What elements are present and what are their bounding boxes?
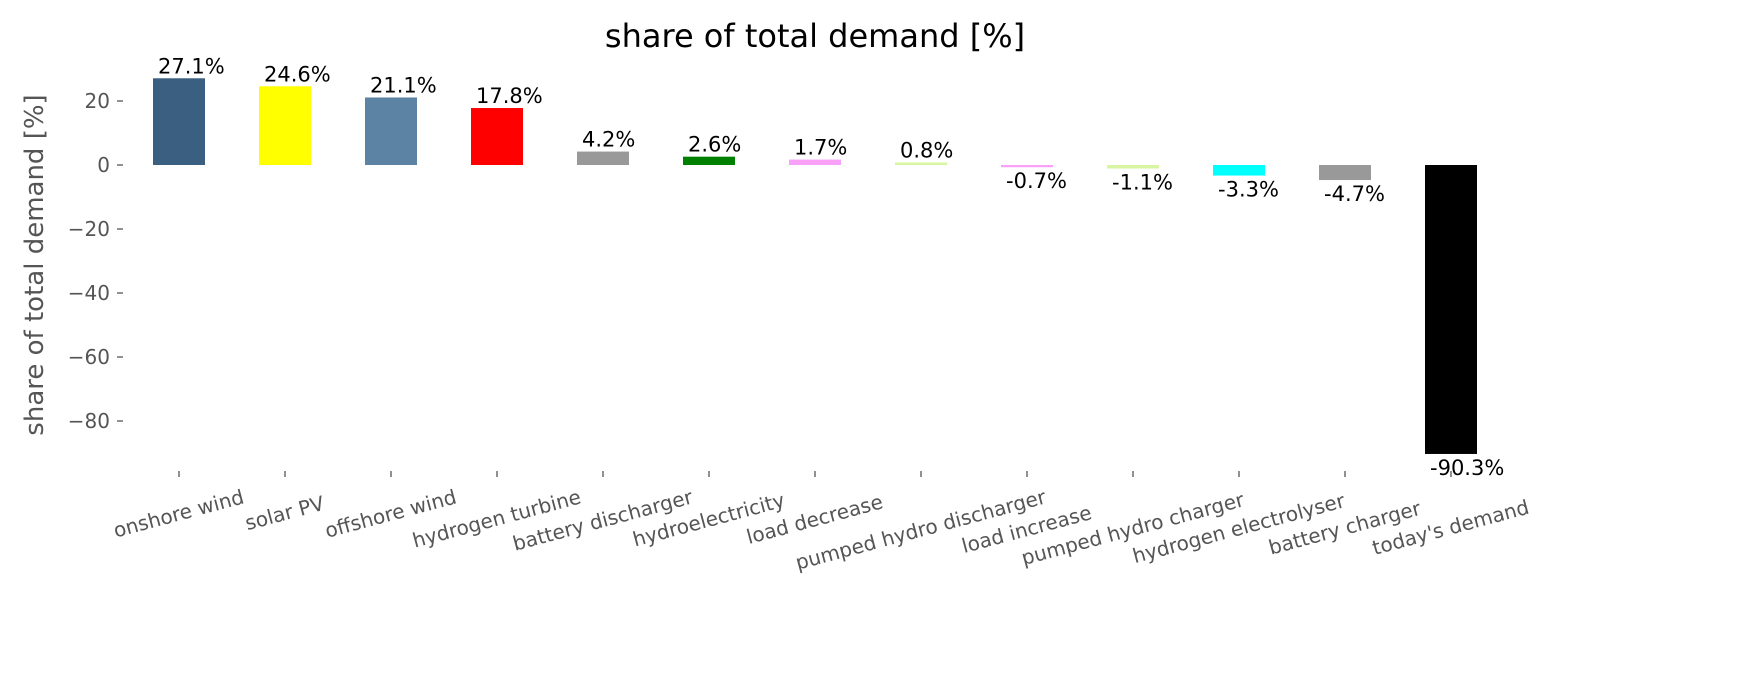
bar	[259, 86, 311, 165]
chart-title: share of total demand [%]	[605, 17, 1025, 55]
bar-data-label: 4.2%	[582, 128, 635, 152]
y-tick-label: 20	[85, 89, 110, 113]
bar	[1001, 165, 1053, 168]
bar	[471, 108, 523, 165]
bar	[789, 159, 841, 165]
bar	[1107, 165, 1159, 169]
bar-data-label: -1.1%	[1112, 171, 1173, 195]
y-axis-label: share of total demand [%]	[20, 94, 50, 435]
bar	[1319, 165, 1371, 181]
y-tick-label: −60	[68, 345, 110, 369]
x-tick-label: solar PV	[242, 491, 327, 535]
bar	[365, 97, 417, 165]
bars: 27.1% 24.6% 21.1% 17.8% 4.2% 2.6% 1.7% 0.8% -0.7…	[153, 54, 1504, 480]
x-tick-label: onshore wind	[111, 485, 247, 543]
y-tick-label: 0	[97, 153, 110, 177]
bar	[153, 78, 205, 165]
bar	[895, 162, 947, 165]
bar	[577, 151, 629, 165]
bar	[683, 156, 735, 165]
bar	[1213, 165, 1265, 176]
bar-data-label: 24.6%	[264, 62, 331, 86]
y-tick-label: −40	[68, 281, 110, 305]
bar	[1425, 165, 1477, 454]
bar-data-label: -90.3%	[1430, 456, 1504, 480]
bar-data-label: -3.3%	[1218, 178, 1279, 202]
bar-data-label: -4.7%	[1324, 182, 1385, 206]
y-tick-label: −80	[68, 409, 110, 433]
bar-data-label: 27.1%	[158, 54, 225, 78]
y-tick-label: −20	[68, 217, 110, 241]
y-axis: 20 0 −20 −40 −60 −80	[68, 89, 123, 433]
bar-data-label: 2.6%	[688, 133, 741, 157]
bar-data-label: 0.8%	[900, 138, 953, 162]
bar-data-label: 17.8%	[476, 84, 543, 108]
bar-data-label: -0.7%	[1006, 169, 1067, 193]
bar-data-label: 1.7%	[794, 136, 847, 160]
bar-data-label: 21.1%	[370, 73, 437, 97]
